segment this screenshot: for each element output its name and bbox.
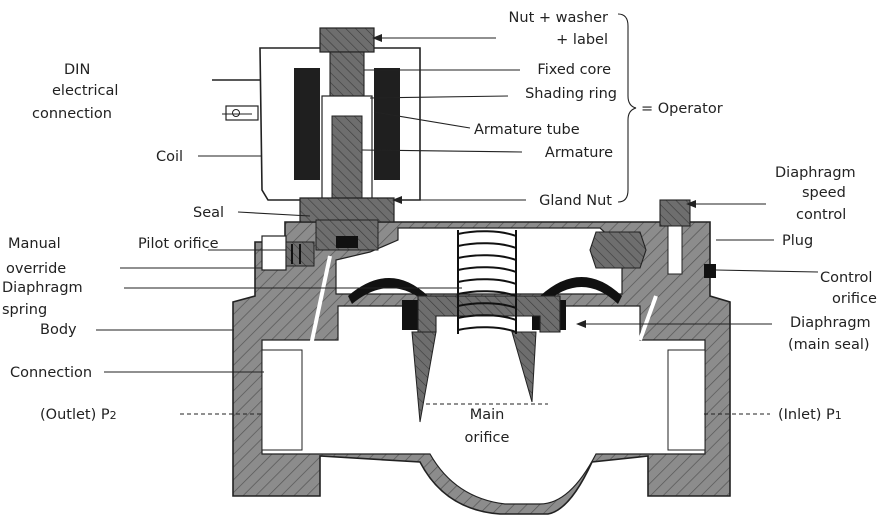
label-speed-3: control bbox=[796, 207, 846, 223]
speed-control-screw bbox=[659, 199, 691, 227]
label-fixed-core: Fixed core bbox=[537, 62, 611, 78]
inlet-bore bbox=[667, 349, 706, 451]
label-manual-2: override bbox=[6, 261, 66, 277]
label-speed-1: Diaphragm bbox=[775, 165, 856, 181]
armature bbox=[331, 115, 363, 201]
plug-hex bbox=[589, 231, 647, 269]
label-main-orifice-1: Main bbox=[470, 407, 505, 423]
label-diaphragm-main-1: Diaphragm bbox=[790, 315, 871, 331]
fixed-core bbox=[329, 51, 365, 105]
label-diaphragm-main-2: (main seal) bbox=[788, 337, 870, 353]
din-connector bbox=[225, 105, 259, 121]
operator-assembly bbox=[212, 27, 421, 251]
label-diaphragm-spring-1: Diaphragm bbox=[2, 280, 83, 296]
valve-body bbox=[232, 199, 731, 515]
outlet-bore bbox=[261, 349, 303, 451]
label-outlet: (Outlet) P2 bbox=[40, 407, 117, 423]
label-main-orifice-2: orifice bbox=[465, 430, 510, 446]
nut bbox=[319, 27, 375, 53]
label-shading-ring: Shading ring bbox=[525, 86, 617, 102]
piston-guide-left bbox=[411, 331, 437, 423]
main-spring bbox=[457, 230, 517, 334]
label-din-2: electrical bbox=[52, 83, 118, 99]
diaphragm-assembly bbox=[348, 277, 622, 423]
leader-lines bbox=[96, 13, 819, 415]
label-din-3: connection bbox=[32, 106, 112, 122]
label-control-2: orifice bbox=[832, 291, 877, 307]
label-plug: Plug bbox=[782, 233, 813, 249]
label-body: Body bbox=[40, 322, 77, 338]
label-manual-1: Manual bbox=[8, 236, 61, 252]
manual-override-knob bbox=[261, 235, 287, 271]
label-gland-nut: Gland Nut bbox=[539, 193, 612, 209]
label-label: + label bbox=[556, 32, 608, 48]
label-seal: Seal bbox=[193, 205, 224, 221]
label-din-1: DIN bbox=[64, 62, 90, 78]
labels: Nut + washer + label Fixed core Shading … bbox=[2, 10, 877, 446]
label-inlet: (Inlet) P1 bbox=[778, 407, 842, 423]
label-nut: Nut + washer bbox=[509, 10, 608, 26]
label-armature: Armature bbox=[545, 145, 613, 161]
coil-winding-right bbox=[374, 68, 400, 180]
label-control-1: Control bbox=[820, 270, 872, 286]
label-diaphragm-spring-2: spring bbox=[2, 302, 47, 318]
pilot-seal bbox=[336, 236, 358, 248]
label-armature-tube: Armature tube bbox=[474, 122, 580, 138]
piston-guide-right bbox=[511, 331, 537, 403]
label-coil: Coil bbox=[156, 149, 183, 165]
label-speed-2: speed bbox=[802, 185, 846, 201]
control-orifice-plug bbox=[704, 264, 716, 278]
coil-winding-left bbox=[294, 68, 320, 180]
gland-nut bbox=[299, 197, 395, 223]
diaphragm-right-lobe bbox=[540, 277, 622, 304]
label-pilot-orifice: Pilot orifice bbox=[138, 236, 219, 252]
label-connection: Connection bbox=[10, 365, 92, 381]
diaphragm-left-lobe bbox=[348, 278, 428, 304]
label-operator: = Operator bbox=[641, 101, 723, 117]
speed-control-stem bbox=[667, 225, 683, 275]
